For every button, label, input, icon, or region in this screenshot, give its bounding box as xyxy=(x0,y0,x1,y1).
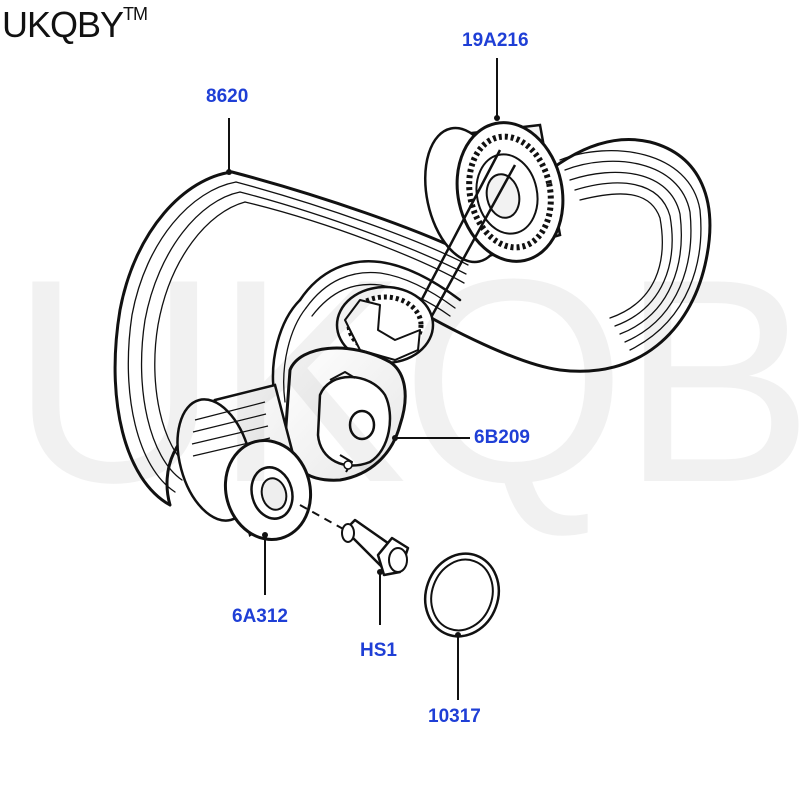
brand-logo: UKQBYTM xyxy=(2,4,148,46)
serpentine-belt xyxy=(113,138,712,507)
callout-crank-pulley: 6A312 xyxy=(232,606,288,627)
leader-dots xyxy=(226,115,500,638)
callout-tensioner: 6B209 xyxy=(474,427,530,448)
brand-name: UKQBY xyxy=(2,4,124,45)
washer xyxy=(423,552,501,638)
callout-bolt: HS1 xyxy=(360,640,397,661)
callout-idler-pulley: 19A216 xyxy=(462,30,529,51)
callout-washer: 10317 xyxy=(428,706,481,727)
idler-pulley xyxy=(423,121,565,264)
bolt xyxy=(341,518,410,577)
crankshaft-pulley xyxy=(176,383,346,542)
belt-tensioner xyxy=(283,149,517,482)
brand-mark: TM xyxy=(123,4,148,24)
leader-lines xyxy=(228,58,498,700)
callout-belt: 8620 xyxy=(206,86,249,107)
